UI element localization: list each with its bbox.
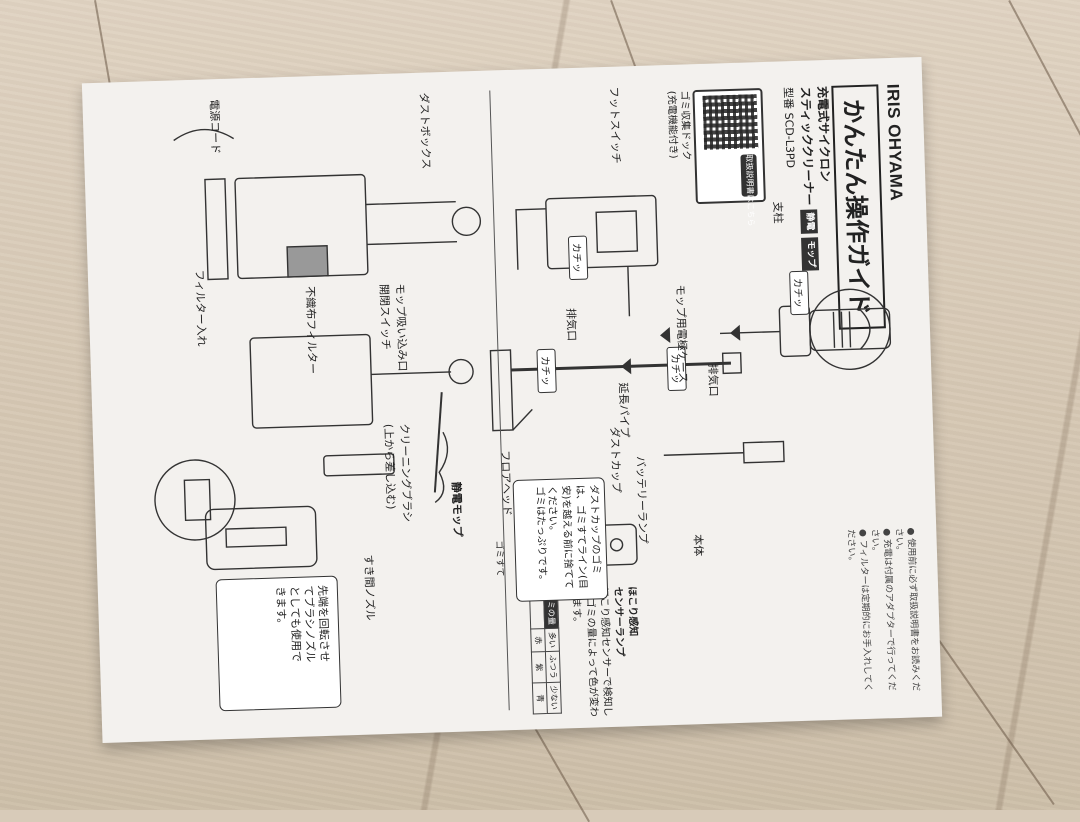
- label-cleaning-brush: クリーニングブラシ (上から差し込む): [381, 423, 414, 523]
- quick-guide-sheet: IRIS OHYAMA かんたん操作ガイド 充電式サイクロン スティッククリーナ…: [81, 56, 943, 744]
- label-fuhushoku-filter: 不織布フィルター: [303, 286, 320, 375]
- label-mop-switch: モップ吸い込み口 開閉スイッチ: [377, 283, 410, 372]
- nozzle-note-box: 先端を回転させてブラシノズルとしても使用できます。: [215, 575, 342, 712]
- label-dust-box: ダストボックス: [417, 92, 433, 170]
- label-power-cord: 電源コード: [207, 99, 223, 155]
- label-sukima-nozzle: すき間ノズル: [361, 554, 377, 621]
- label-seiden-mop: 静電モップ: [449, 481, 465, 537]
- sheet-content: IRIS OHYAMA かんたん操作ガイド 充電式サイクロン スティッククリーナ…: [82, 57, 942, 743]
- lower-illustrations: [154, 128, 482, 571]
- label-filter-ire: フィルター入れ: [192, 269, 209, 347]
